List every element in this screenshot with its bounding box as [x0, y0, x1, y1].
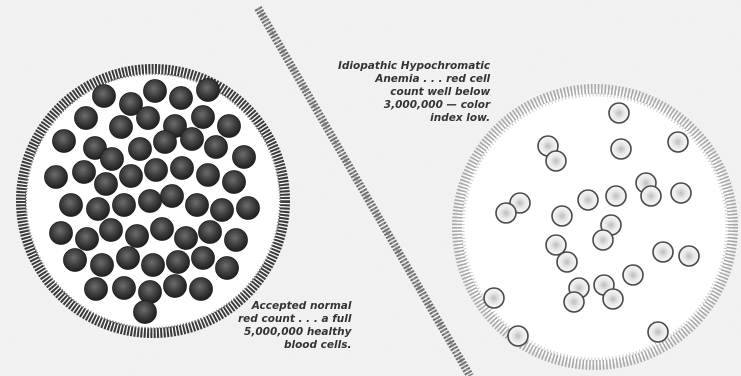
- anemic-pale-cell: [564, 292, 584, 312]
- normal-red-cell: [75, 107, 98, 130]
- anemic-pale-cell: [578, 190, 598, 210]
- anemic-pale-cell: [484, 288, 504, 308]
- normal-red-cell: [237, 197, 260, 220]
- normal-red-cell: [151, 218, 174, 241]
- anemic-pale-cell: [648, 322, 668, 342]
- anemic-pale-cell: [623, 265, 643, 285]
- normal-red-cell: [171, 157, 194, 180]
- normal-red-cell: [100, 219, 123, 242]
- normal-red-cell: [145, 159, 168, 182]
- anemic-pale-cell: [508, 326, 528, 346]
- normal-red-cell: [91, 254, 114, 277]
- normal-red-cell: [64, 249, 87, 272]
- normal-red-cell: [170, 87, 193, 110]
- normal-red-cell: [197, 164, 220, 187]
- normal-red-cell: [120, 165, 143, 188]
- normal-red-cell: [129, 138, 152, 161]
- normal-red-cell: [110, 116, 133, 139]
- anemic-pale-cell: [641, 186, 661, 206]
- normal-red-cell: [211, 199, 234, 222]
- caption-line: Anemia . . . red cell: [338, 73, 490, 86]
- normal-red-cell: [137, 107, 160, 130]
- anemic-pale-cell: [609, 103, 629, 123]
- normal-red-cell: [164, 275, 187, 298]
- caption-line: 5,000,000 healthy: [238, 326, 351, 339]
- caption-line: blood cells.: [238, 339, 351, 352]
- anemic-sample-ring: [457, 89, 733, 365]
- normal-red-cell: [192, 106, 215, 129]
- normal-red-cell: [134, 301, 157, 324]
- normal-red-cell: [117, 247, 140, 270]
- anemic-pale-cell: [496, 203, 516, 223]
- normal-red-cell: [93, 85, 116, 108]
- normal-red-cell: [73, 161, 96, 184]
- caption-line: red count . . . a full: [238, 313, 351, 326]
- anemic-pale-cell: [552, 206, 572, 226]
- normal-red-cell: [76, 228, 99, 251]
- normal-red-cell: [192, 247, 215, 270]
- anemic-pale-cell: [671, 183, 691, 203]
- normal-red-cell: [218, 115, 241, 138]
- normal-red-cell: [167, 251, 190, 274]
- caption-line: index low.: [338, 112, 490, 125]
- normal-red-cell: [216, 257, 239, 280]
- normal-red-cell: [144, 80, 167, 103]
- normal-red-cell: [113, 277, 136, 300]
- normal-red-cell: [181, 128, 204, 151]
- caption-line: 3,000,000 — color: [338, 99, 490, 112]
- anemic-pale-cell: [679, 246, 699, 266]
- normal-red-cell: [85, 278, 108, 301]
- anemic-pale-cell: [611, 139, 631, 159]
- normal-red-cell: [161, 185, 184, 208]
- normal-red-cell: [60, 194, 83, 217]
- anemic-pale-cell: [557, 252, 577, 272]
- normal-red-cell: [233, 146, 256, 169]
- normal-red-cell: [53, 130, 76, 153]
- normal-red-cell: [154, 131, 177, 154]
- normal-blood-sample: [21, 69, 285, 333]
- anemic-pale-cell: [653, 242, 673, 262]
- anemic-pale-cell: [603, 289, 623, 309]
- caption-line: Idiopathic Hypochromatic: [338, 60, 490, 73]
- normal-red-cell: [223, 171, 246, 194]
- anemic-pale-cell: [546, 151, 566, 171]
- normal-red-cell: [45, 166, 68, 189]
- normal-red-cell: [190, 278, 213, 301]
- normal-red-cell: [199, 221, 222, 244]
- normal-red-cell: [87, 198, 110, 221]
- normal-red-cell: [175, 227, 198, 250]
- anemic-pale-cell: [606, 186, 626, 206]
- caption-line: Accepted normal: [238, 300, 351, 313]
- normal-red-cell: [197, 79, 220, 102]
- anemic-blood-sample: [457, 89, 733, 365]
- normal-red-cell: [101, 148, 124, 171]
- normal-red-cell: [139, 190, 162, 213]
- normal-red-cell: [113, 194, 136, 217]
- caption-line: count well below: [338, 86, 490, 99]
- anemic-pale-cell: [593, 230, 613, 250]
- normal-red-cell: [186, 194, 209, 217]
- normal-red-cell: [50, 222, 73, 245]
- normal-red-cell: [95, 173, 118, 196]
- normal-red-cell: [205, 136, 228, 159]
- normal-red-cell: [225, 229, 248, 252]
- normal-red-cell: [126, 225, 149, 248]
- anemic-pale-cell: [668, 132, 688, 152]
- normal-red-cell: [139, 281, 162, 304]
- normal-red-cell: [142, 254, 165, 277]
